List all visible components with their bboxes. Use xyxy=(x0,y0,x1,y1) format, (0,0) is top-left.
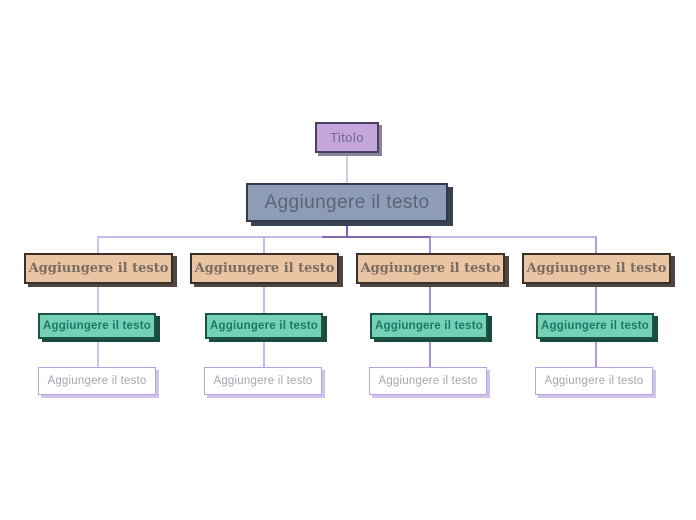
connector-branch4-l2-l3 xyxy=(595,339,597,367)
connector-branch2-l1-l2 xyxy=(263,284,265,313)
connector-rail-to-branch4 xyxy=(595,237,597,254)
connector-rail-to-branch1 xyxy=(97,237,99,254)
node-main[interactable]: Aggiungere il testo xyxy=(246,183,448,222)
node-branch2-level1[interactable]: Aggiungere il testo xyxy=(190,253,339,284)
node-branch3-level3[interactable]: Aggiungere il testo xyxy=(369,367,487,395)
connector-branch2-l2-l3 xyxy=(263,339,265,367)
node-branch2-level3[interactable]: Aggiungere il testo xyxy=(204,367,322,395)
connector-rail-to-branch2 xyxy=(263,237,265,254)
connector-branch1-l1-l2 xyxy=(97,284,99,313)
node-branch3-level1[interactable]: Aggiungere il testo xyxy=(356,253,505,284)
connector-branch4-l1-l2 xyxy=(595,284,597,313)
node-branch4-level3[interactable]: Aggiungere il testo xyxy=(535,367,653,395)
connector-rail-dark-segment xyxy=(322,236,431,238)
node-branch4-level2[interactable]: Aggiungere il testo xyxy=(536,313,654,339)
node-branch4-level1[interactable]: Aggiungere il testo xyxy=(522,253,671,284)
node-branch1-level1[interactable]: Aggiungere il testo xyxy=(24,253,173,284)
connector-rail-to-branch3 xyxy=(429,237,431,254)
node-title[interactable]: Titolo xyxy=(315,122,379,153)
connector-branch3-l1-l2 xyxy=(429,284,431,313)
connector-branch3-l2-l3 xyxy=(429,339,431,367)
node-branch3-level2[interactable]: Aggiungere il testo xyxy=(370,313,488,339)
connector-branch1-l2-l3 xyxy=(97,339,99,367)
connector-root-to-main xyxy=(346,153,348,183)
node-branch2-level2[interactable]: Aggiungere il testo xyxy=(205,313,323,339)
node-branch1-level2[interactable]: Aggiungere il testo xyxy=(38,313,156,339)
node-branch1-level3[interactable]: Aggiungere il testo xyxy=(38,367,156,395)
connector-main-stub xyxy=(346,222,348,237)
